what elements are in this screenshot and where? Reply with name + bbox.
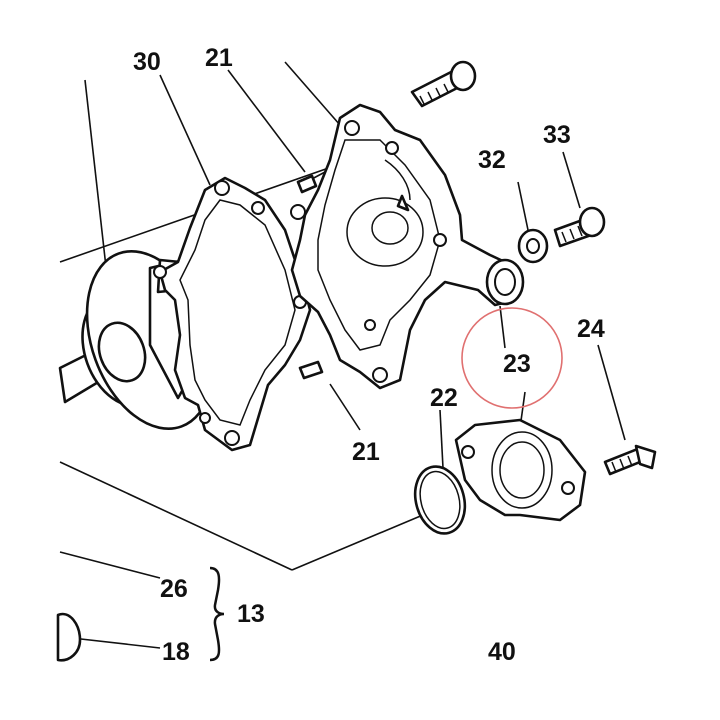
screw-24 xyxy=(603,444,657,476)
label-33: 33 xyxy=(543,121,571,149)
label-13: 13 xyxy=(237,600,265,628)
gasket-30 xyxy=(153,176,312,452)
label-21-top: 21 xyxy=(205,44,233,72)
label-26: 26 xyxy=(160,575,188,603)
label-30: 30 xyxy=(133,48,161,76)
dowel-pins xyxy=(296,174,324,380)
washer-32 xyxy=(517,228,549,264)
highlight-circle xyxy=(461,307,563,409)
bolt-33 xyxy=(553,206,606,248)
brace-13 xyxy=(209,566,225,662)
label-21-bottom: 21 xyxy=(352,438,380,466)
o-ring-22 xyxy=(413,465,467,535)
label-18: 18 xyxy=(162,638,190,666)
label-23: 23 xyxy=(503,350,531,378)
bolt-top xyxy=(410,60,477,108)
label-22: 22 xyxy=(430,384,458,412)
pump-housing xyxy=(290,103,525,390)
label-40: 40 xyxy=(488,638,516,666)
label-32: 32 xyxy=(478,146,506,174)
flange-23 xyxy=(454,418,587,522)
label-24: 24 xyxy=(577,315,605,343)
part-18 xyxy=(56,612,82,662)
